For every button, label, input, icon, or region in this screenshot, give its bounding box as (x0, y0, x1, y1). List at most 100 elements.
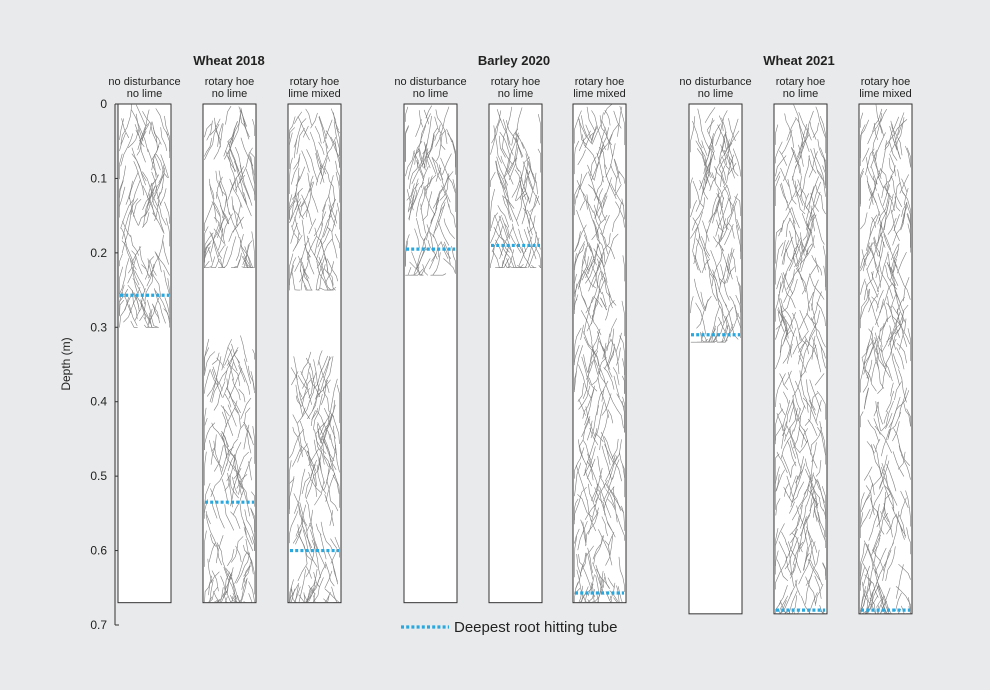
y-tick-label: 0.2 (90, 246, 107, 260)
root-trace (252, 426, 255, 464)
root-trace (142, 171, 158, 207)
root-trace (164, 115, 170, 152)
root-trace (405, 234, 410, 266)
root-trace (815, 184, 826, 215)
y-tick-label: 0.5 (90, 469, 107, 483)
root-trace (503, 156, 510, 179)
root-trace (799, 291, 814, 330)
root-trace (323, 455, 334, 471)
root-trace (151, 175, 164, 203)
root-trace (720, 306, 734, 335)
root-trace (299, 201, 306, 219)
root-trace (306, 509, 313, 532)
root-trace (604, 110, 611, 126)
root-trace (228, 363, 241, 387)
root-trace (887, 217, 897, 235)
root-trace (426, 224, 438, 260)
root-trace (210, 370, 223, 398)
root-trace (810, 192, 819, 212)
root-trace (716, 219, 724, 232)
root-trace (216, 192, 224, 215)
root-trace (328, 194, 338, 224)
root-trace (780, 298, 793, 329)
root-trace (725, 118, 739, 153)
root-trace (207, 586, 218, 603)
root-trace (884, 193, 894, 230)
root-trace (135, 113, 144, 142)
tube-label-line2: no lime (783, 88, 818, 100)
root-trace (775, 124, 779, 145)
root-trace (901, 206, 908, 226)
root-trace (619, 335, 625, 376)
root-trace (406, 183, 415, 201)
root-trace (297, 116, 310, 141)
root-trace (508, 134, 520, 174)
root-trace (621, 198, 625, 220)
root-trace (119, 253, 123, 267)
root-trace (121, 240, 137, 270)
root-trace (881, 400, 894, 432)
root-trace (295, 519, 304, 545)
root-trace (501, 106, 513, 150)
root-trace (736, 225, 741, 260)
root-trace (605, 454, 616, 482)
root-trace (616, 347, 621, 366)
root-trace (240, 109, 247, 130)
root-trace (795, 268, 806, 293)
root-trace (718, 253, 729, 292)
root-trace (575, 586, 589, 603)
root-trace (800, 189, 812, 221)
root-trace (529, 172, 537, 204)
root-trace (333, 121, 340, 156)
root-trace (307, 455, 317, 497)
root-trace (701, 258, 711, 274)
root-trace (819, 498, 824, 511)
root-trace (873, 151, 884, 189)
root-trace (898, 521, 906, 537)
root-trace (437, 220, 450, 246)
root-trace (607, 124, 619, 151)
root-trace (213, 216, 226, 240)
root-trace (595, 432, 604, 442)
root-trace (216, 599, 225, 603)
root-trace (870, 497, 880, 525)
root-trace (318, 115, 327, 139)
root-trace (605, 300, 615, 321)
root-trace (610, 183, 624, 207)
root-trace (238, 365, 246, 383)
root-trace (601, 393, 612, 416)
root-trace (498, 172, 506, 189)
root-trace (228, 130, 236, 159)
root-trace (528, 215, 536, 234)
root-trace (327, 378, 338, 420)
root-trace (222, 213, 233, 238)
root-trace (791, 532, 803, 553)
root-trace (224, 475, 231, 491)
root-trace (234, 161, 250, 200)
root-trace (421, 166, 429, 188)
root-trace (787, 344, 793, 364)
root-trace (877, 193, 890, 225)
root-trace (775, 528, 779, 567)
root-trace (875, 298, 884, 325)
root-trace (775, 171, 781, 182)
root-trace (785, 555, 794, 587)
root-trace (786, 543, 792, 575)
root-trace (302, 529, 318, 568)
root-trace (864, 271, 874, 301)
root-trace (323, 119, 333, 144)
root-trace (243, 544, 253, 565)
root-trace (809, 541, 816, 562)
root-trace (775, 558, 787, 590)
root-trace (231, 343, 240, 363)
root-trace (602, 291, 607, 308)
root-trace (612, 459, 620, 480)
root-trace (208, 571, 220, 596)
root-trace (306, 566, 312, 579)
root-trace (204, 137, 213, 157)
root-trace (250, 156, 255, 176)
root-trace (822, 165, 826, 186)
root-trace (602, 342, 607, 360)
root-trace (244, 425, 252, 454)
root-trace (579, 589, 595, 603)
